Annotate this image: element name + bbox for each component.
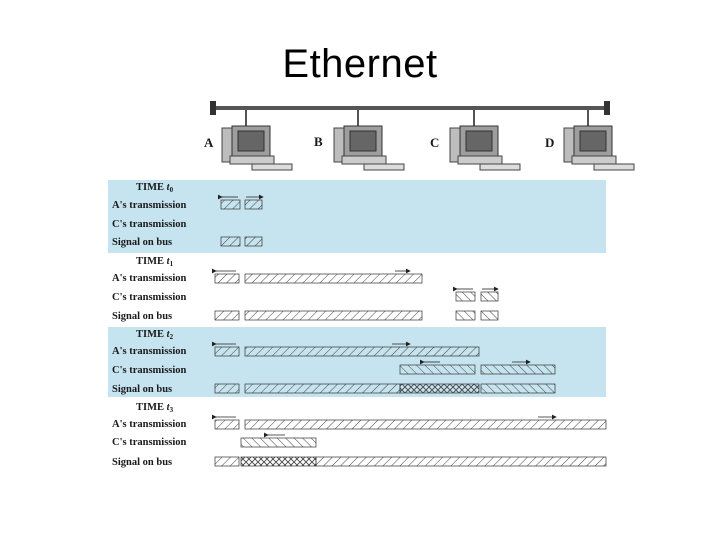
signal-bar bbox=[214, 419, 240, 430]
row-label-bus: Signal on bus bbox=[112, 384, 172, 395]
row-label-a-tx: A's transmission bbox=[112, 419, 187, 430]
signal-bar bbox=[244, 383, 401, 394]
panel-t0: TIME t0 A's transmission C's transmissio… bbox=[112, 182, 264, 248]
signal-bar bbox=[214, 310, 240, 321]
signal-bar bbox=[244, 346, 480, 357]
row-label-bus: Signal on bus bbox=[112, 237, 172, 248]
panel-t3: TIME t3 A's transmission C's transmissio… bbox=[112, 402, 607, 468]
signal-bar bbox=[244, 310, 423, 321]
panel-t2: TIME t2 A's transmission C's transmissio… bbox=[112, 329, 556, 395]
computer-icon bbox=[563, 125, 635, 171]
station-label-b: B bbox=[314, 134, 323, 149]
signal-bar bbox=[455, 291, 476, 302]
signal-bar bbox=[399, 364, 476, 375]
time-label-t0: TIME t0 bbox=[136, 182, 174, 194]
computer-icon bbox=[333, 125, 405, 171]
signal-bar bbox=[240, 437, 317, 448]
signal-bar bbox=[220, 199, 241, 210]
station-label-a: A bbox=[204, 135, 214, 150]
row-label-a-tx: A's transmission bbox=[112, 346, 187, 357]
signal-bar bbox=[244, 419, 607, 430]
row-label-c-tx: C's transmission bbox=[112, 219, 187, 230]
station-a: A bbox=[204, 108, 293, 171]
time-label-t2: TIME t2 bbox=[136, 329, 174, 341]
signal-bar bbox=[214, 383, 240, 394]
panel-t1: TIME t1 A's transmission C's transmissio… bbox=[112, 256, 499, 322]
signal-bar bbox=[214, 273, 240, 284]
signal-bar bbox=[220, 236, 241, 247]
computer-icon bbox=[221, 125, 293, 171]
signal-bar bbox=[455, 310, 476, 321]
station-label-d: D bbox=[545, 135, 554, 150]
collision-bar bbox=[399, 383, 480, 394]
station-c: C bbox=[430, 108, 521, 171]
row-label-bus: Signal on bus bbox=[112, 311, 172, 322]
signal-bar bbox=[480, 383, 556, 394]
signal-bar bbox=[244, 236, 263, 247]
signal-bar bbox=[214, 456, 240, 467]
collision-bar bbox=[240, 456, 317, 467]
panel-t0-background bbox=[108, 180, 606, 253]
row-label-a-tx: A's transmission bbox=[112, 273, 187, 284]
signal-bar bbox=[480, 310, 499, 321]
row-label-bus: Signal on bus bbox=[112, 457, 172, 468]
row-label-c-tx: C's transmission bbox=[112, 292, 187, 303]
time-label-t1: TIME t1 bbox=[136, 256, 174, 268]
station-d: D bbox=[545, 108, 635, 171]
slide-title: Ethernet bbox=[282, 42, 438, 86]
row-label-a-tx: A's transmission bbox=[112, 200, 187, 211]
row-label-c-tx: C's transmission bbox=[112, 365, 187, 376]
signal-bar bbox=[214, 346, 240, 357]
ethernet-bus bbox=[210, 101, 610, 115]
signal-bar bbox=[480, 291, 499, 302]
signal-bar bbox=[315, 456, 607, 467]
signal-bar bbox=[244, 199, 263, 210]
signal-bar bbox=[244, 273, 423, 284]
computer-icon bbox=[449, 125, 521, 171]
signal-bar bbox=[480, 364, 556, 375]
row-label-c-tx: C's transmission bbox=[112, 437, 187, 448]
station-b: B bbox=[314, 108, 405, 171]
time-label-t3: TIME t3 bbox=[136, 402, 174, 414]
station-label-c: C bbox=[430, 135, 439, 150]
